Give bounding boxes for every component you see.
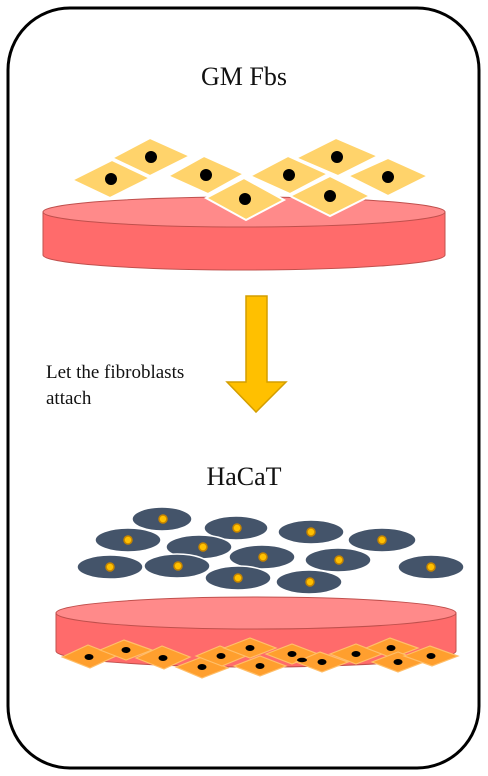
step-description-line-1: Let the fibroblasts xyxy=(46,360,246,386)
cell-nucleus xyxy=(106,563,114,571)
cell-nucleus xyxy=(352,651,361,657)
cell-nucleus xyxy=(233,524,241,532)
gm-fbs-label: GM Fbs xyxy=(0,62,488,92)
cell-nucleus xyxy=(297,658,307,662)
cell-nucleus xyxy=(124,536,132,544)
cell-nucleus xyxy=(174,562,182,570)
cell-nucleus xyxy=(427,563,435,571)
cell-nucleus xyxy=(324,190,336,202)
cell-nucleus xyxy=(283,169,295,181)
hacat-label: HaCaT xyxy=(0,462,488,492)
cell-nucleus xyxy=(378,536,386,544)
cell-nucleus xyxy=(122,647,131,653)
step-description-line-2: attach xyxy=(46,386,246,412)
cell-nucleus xyxy=(307,528,315,536)
cell-nucleus xyxy=(217,653,226,659)
cell-nucleus xyxy=(159,515,167,523)
cell-nucleus xyxy=(234,574,242,582)
cell-nucleus xyxy=(199,543,207,551)
cell-nucleus xyxy=(387,645,396,651)
cell-nucleus xyxy=(288,651,297,657)
cell-nucleus xyxy=(335,556,343,564)
cell-nucleus xyxy=(200,169,212,181)
cell-nucleus xyxy=(306,578,314,586)
cell-nucleus xyxy=(394,659,403,665)
cell-nucleus xyxy=(85,654,94,660)
cell-nucleus xyxy=(318,659,327,665)
cell-nucleus xyxy=(198,664,207,670)
cell-nucleus xyxy=(239,193,251,205)
cell-nucleus xyxy=(382,171,394,183)
cell-nucleus xyxy=(259,553,267,561)
cell-nucleus xyxy=(427,653,436,659)
cell-nucleus xyxy=(105,173,117,185)
cell-nucleus xyxy=(145,151,157,163)
cell-nucleus xyxy=(159,655,168,661)
step-description: Let the fibroblasts attach xyxy=(46,360,246,412)
cell-nucleus xyxy=(331,151,343,163)
cell-nucleus xyxy=(256,663,265,669)
cell-nucleus xyxy=(246,645,255,651)
